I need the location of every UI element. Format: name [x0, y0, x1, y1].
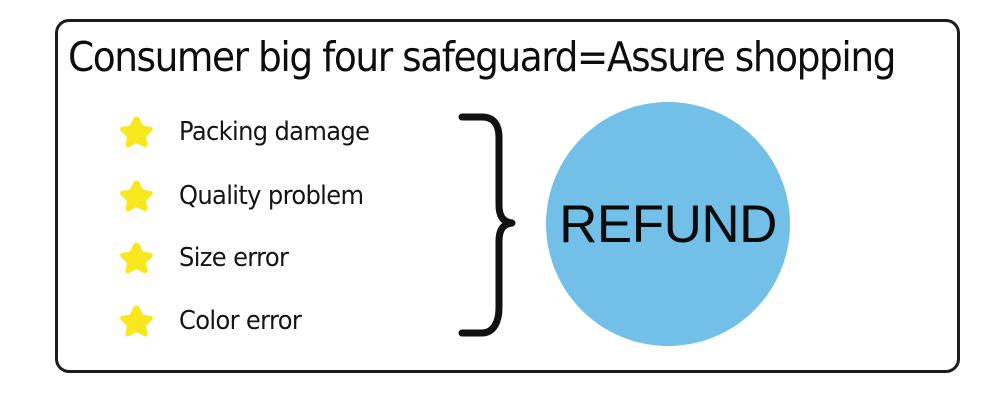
banner-frame	[55, 19, 960, 373]
star-icon	[118, 303, 154, 339]
reason-label: Packing damage	[179, 117, 370, 147]
reason-label: Quality problem	[179, 181, 364, 211]
reason-label: Color error	[179, 306, 302, 336]
star-icon	[118, 240, 154, 276]
refund-badge: REFUND	[546, 102, 790, 346]
star-icon	[118, 178, 154, 214]
list-item: Color error	[118, 298, 448, 344]
list-item: Quality problem	[118, 173, 448, 219]
list-item: Packing damage	[118, 109, 448, 155]
star-icon	[118, 114, 154, 150]
refund-reason-list: Packing damage Quality problem Size erro…	[118, 104, 448, 356]
curly-brace-icon	[452, 112, 522, 338]
refund-label: REFUND	[559, 194, 777, 254]
reason-label: Size error	[179, 243, 289, 273]
page-title: Consumer big four safeguard=Assure shopp…	[68, 33, 896, 81]
list-item: Size error	[118, 235, 448, 281]
